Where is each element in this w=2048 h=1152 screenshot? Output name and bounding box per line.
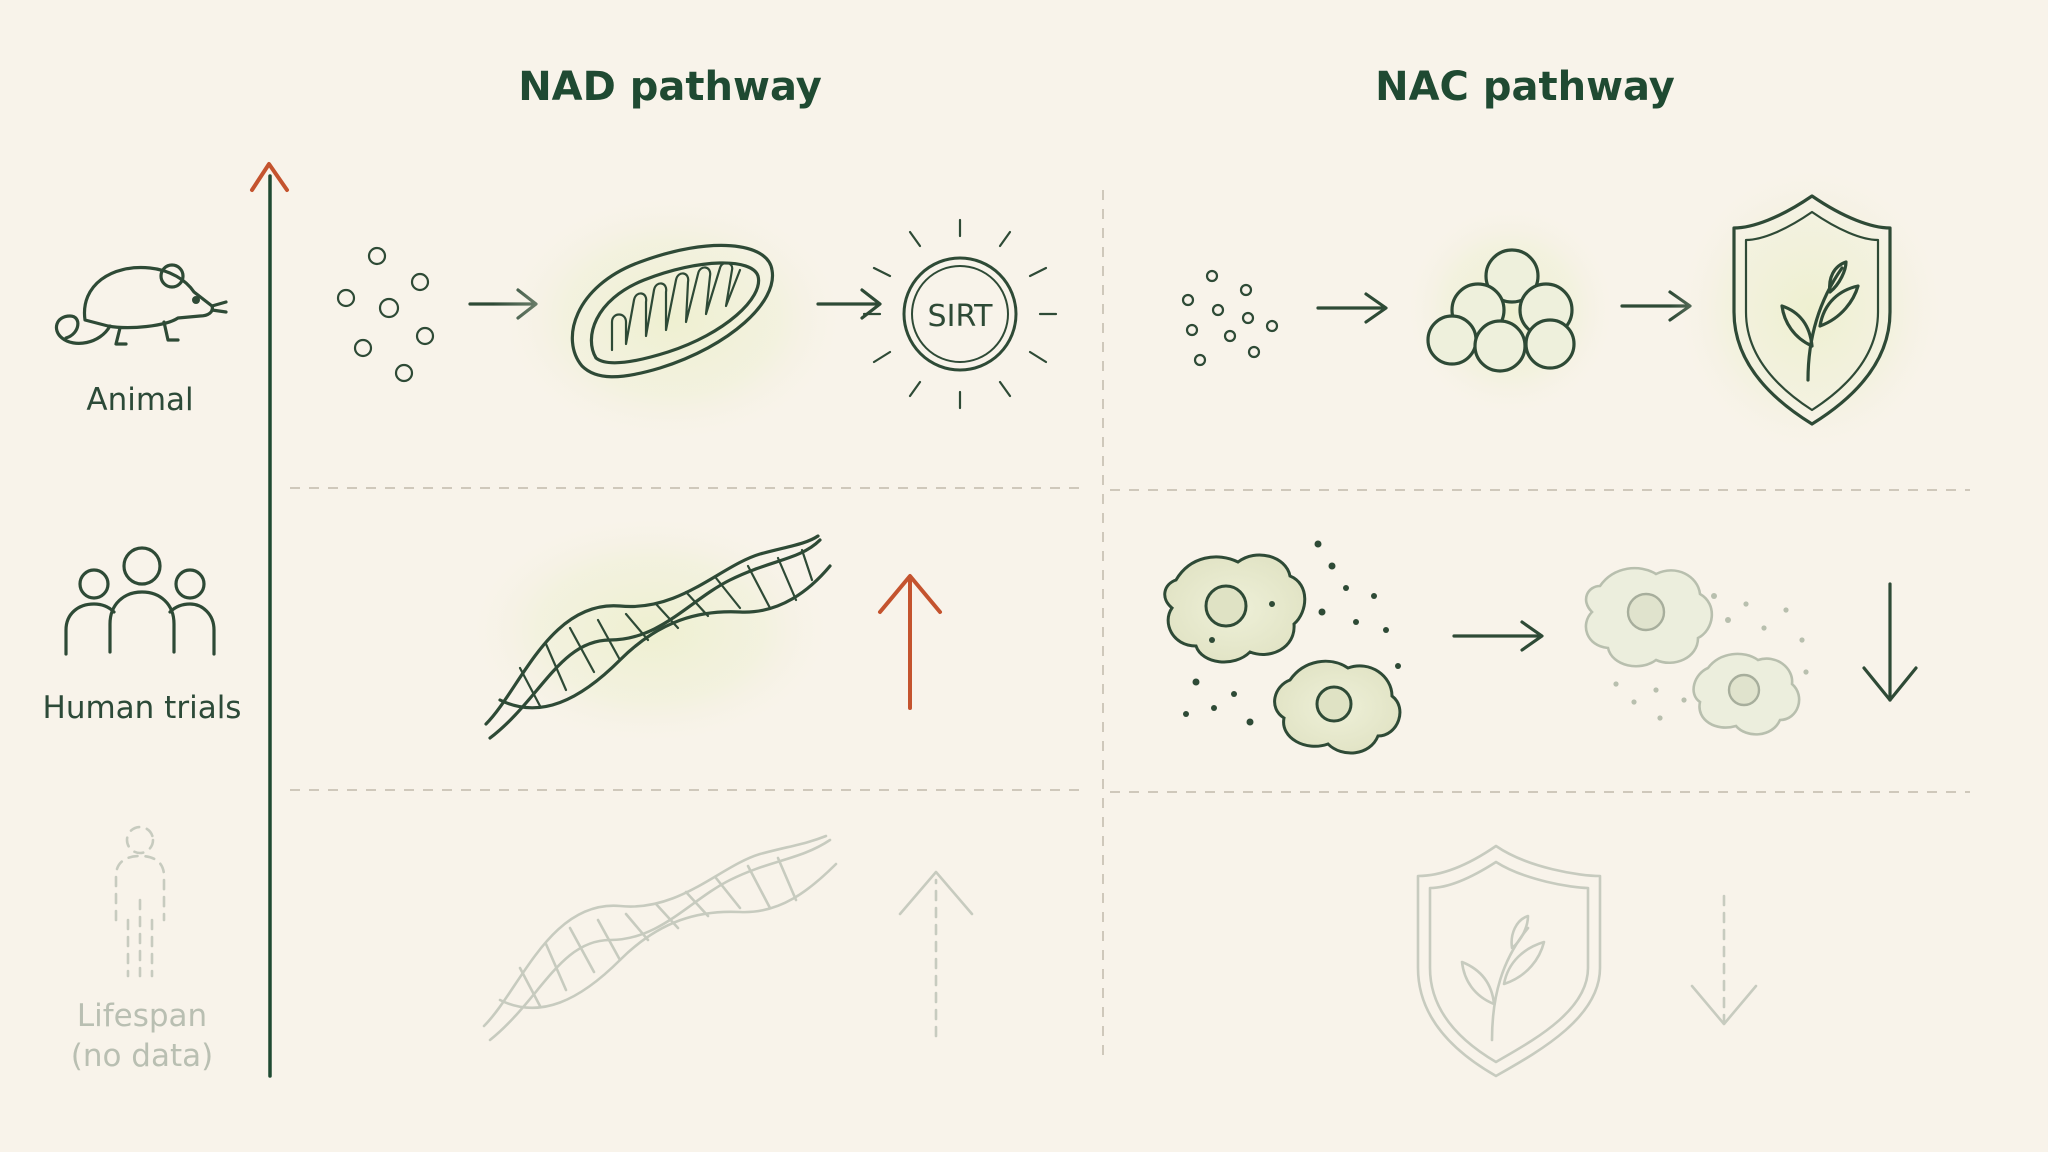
mitochondrion-icon <box>492 188 852 448</box>
sirtuin-badge-icon: SIRT <box>862 218 1058 410</box>
row-label-lifespan: Lifespan <box>77 998 207 1034</box>
sirt-label: SIRT <box>928 299 994 334</box>
dashed-up-arrow-icon <box>898 870 974 1038</box>
faded-shield-leaf-icon <box>1416 844 1602 1078</box>
damaged-cells-icon <box>1163 540 1402 755</box>
row-label-no-data: (no data) <box>71 1038 213 1074</box>
recovering-cells-icon <box>1584 566 1809 736</box>
person-outline-icon <box>114 825 166 978</box>
dna-helix-icon <box>460 510 840 750</box>
nac-pathway-title: NAC pathway <box>1375 64 1675 110</box>
molecule-dots-icon <box>1181 269 1279 367</box>
shield-leaf-icon <box>1670 160 1950 460</box>
mouse-icon <box>54 263 228 346</box>
increase-arrow-icon <box>878 574 942 710</box>
arrow-right-icon <box>1452 620 1544 652</box>
molecule-dots-icon <box>336 246 435 383</box>
people-group-icon <box>64 546 216 656</box>
dashed-down-arrow-icon <box>1690 894 1758 1026</box>
evidence-axis-arrow <box>250 162 289 1078</box>
row-label-animal: Animal <box>86 382 193 418</box>
glutathione-cluster-icon <box>1400 200 1620 420</box>
faded-dna-helix-icon <box>482 834 838 1042</box>
row-label-human-trials: Human trials <box>43 690 242 726</box>
arrow-right-icon <box>1316 292 1388 324</box>
decrease-arrow-icon <box>1862 582 1918 702</box>
nad-pathway-title: NAD pathway <box>518 64 822 110</box>
